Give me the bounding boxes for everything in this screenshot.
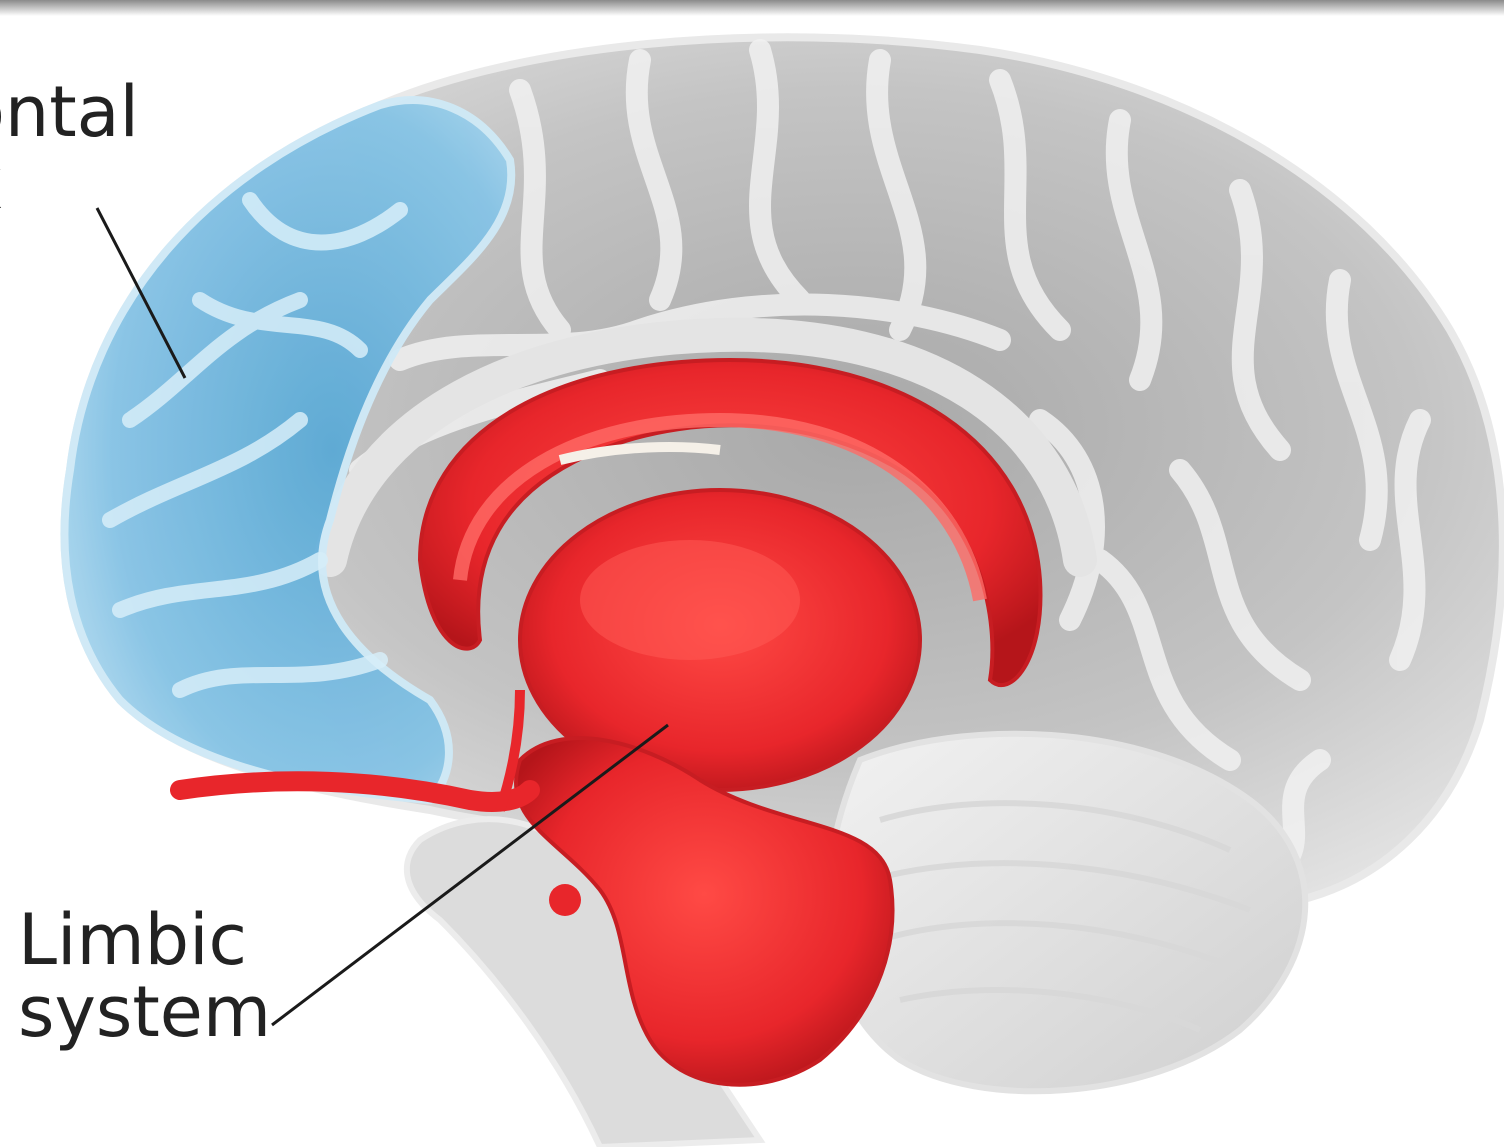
limbic-label-line-2: system [18, 976, 271, 1048]
limbic-label-line-1: Limbic [18, 904, 271, 976]
prefrontal-cortex-label: ontalx [0, 76, 139, 220]
prefrontal-label-line-1: ontal [0, 76, 139, 148]
limbic-system-label: Limbicsystem [18, 904, 271, 1048]
cerebellum [828, 734, 1305, 1092]
prefrontal-label-line-2: x [0, 148, 139, 220]
